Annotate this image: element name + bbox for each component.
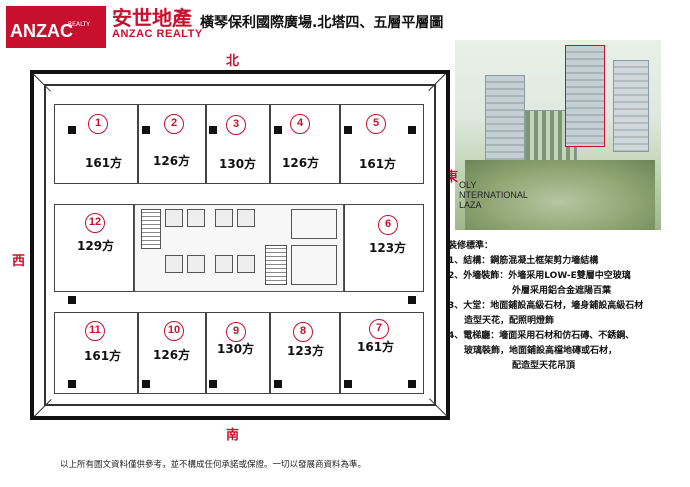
spec-line: 玻璃裝飾，地面鋪設高檔地磚或石材， [464, 346, 618, 356]
logo-anzac-text: ANZAC [10, 21, 73, 41]
tower-left-image [485, 75, 525, 167]
plaza-sign-line-3: LAZA [459, 200, 482, 210]
logo-english-name: ANZAC REALTY [112, 28, 203, 40]
elevator-shaft [187, 255, 205, 273]
north-tower-highlighted-image [565, 45, 605, 147]
unit-number-badge: 2 [164, 114, 184, 134]
unit-2[interactable]: 2 126方 [138, 104, 206, 184]
elevator-shaft [165, 255, 183, 273]
unit-number-badge: 7 [369, 319, 389, 339]
unit-area-label: 123方 [287, 344, 325, 358]
structural-column [274, 126, 282, 134]
unit-3[interactable]: 3 130方 [206, 104, 270, 184]
tower-right-image [613, 60, 649, 152]
plaza-sign-line-2: NTERNATIONAL [459, 190, 528, 200]
corner-diagonal [33, 74, 51, 92]
plaza-landscape-image [465, 160, 655, 230]
unit-area-label: 161方 [357, 340, 395, 354]
structural-column [68, 126, 76, 134]
unit-number-badge: 9 [226, 322, 246, 342]
unit-number-badge: 3 [226, 115, 246, 135]
unit-area-label: 123方 [369, 241, 407, 255]
spec-line: 造型天花，配照明燈飾 [464, 316, 555, 326]
finish-specification: 裝修標準： 1、結構：鋼筋混凝土框架剪力墻結構 2、外墻裝飾：外墻采用LOW-E… [448, 238, 688, 374]
header: ANZAC REALTY 安世地產 ANZAC REALTY 橫琴保利國際廣場.… [0, 0, 690, 52]
structural-column [274, 380, 282, 388]
elevator-shaft [187, 209, 205, 227]
plaza-sign: OLY NTERNATIONAL LAZA [459, 180, 528, 210]
unit-area-label: 161方 [359, 157, 397, 171]
corner-diagonal [428, 73, 446, 91]
page-title: 橫琴保利國際廣場.北塔四、五層平層圖 [200, 15, 444, 31]
unit-number-badge: 8 [293, 322, 313, 342]
structural-column [68, 296, 76, 304]
compass-south-label: 南 [226, 428, 240, 443]
unit-area-label: 161方 [84, 349, 122, 363]
unit-number-badge: 5 [366, 114, 386, 134]
unit-12[interactable]: 12 129方 [54, 204, 134, 292]
structural-column [408, 296, 416, 304]
elevator-shaft [165, 209, 183, 227]
structural-column [142, 126, 150, 134]
structural-column [68, 380, 76, 388]
unit-4[interactable]: 4 126方 [270, 104, 340, 184]
structural-column [344, 126, 352, 134]
unit-area-label: 129方 [77, 239, 115, 253]
unit-number-badge: 6 [378, 215, 398, 235]
service-room [291, 209, 337, 239]
structural-column [408, 126, 416, 134]
compass-west-label: 西 [12, 254, 26, 269]
unit-area-label: 126方 [282, 156, 320, 170]
spec-line: 2、外墻裝飾：外墻采用LOW-E雙層中空玻璃 [448, 271, 631, 281]
unit-5[interactable]: 5 161方 [340, 104, 424, 184]
logo-chinese-name: 安世地產 [112, 6, 192, 30]
elevator-shaft [215, 255, 233, 273]
corner-diagonal [34, 399, 52, 417]
structural-column [408, 380, 416, 388]
spec-line: 4、電梯廳：墻面采用石材和仿石磚、不銹鋼、 [448, 331, 635, 341]
logo-realty-text: REALTY [68, 21, 90, 28]
unit-6[interactable]: 6 123方 [344, 204, 424, 292]
elevator-shaft [237, 209, 255, 227]
plaza-sign-line-1: OLY [459, 180, 477, 190]
stair-core [265, 245, 287, 285]
unit-11[interactable]: 11 161方 [54, 312, 138, 394]
service-room [291, 245, 337, 285]
structural-column [209, 126, 217, 134]
elevator-shaft [237, 255, 255, 273]
plan-inner-ring [44, 84, 436, 406]
disclaimer-text: 以上所有圖文資料僅供參考，並不構成任何承諾或保證。一切以發展商資料為準。 [60, 460, 367, 470]
building-core [134, 204, 344, 292]
spec-title: 裝修標準： [448, 241, 494, 251]
spec-line: 1、結構：鋼筋混凝土框架剪力墻結構 [448, 256, 599, 266]
unit-number-badge: 4 [290, 114, 310, 134]
unit-1[interactable]: 1 161方 [54, 104, 138, 184]
unit-area-label: 130方 [217, 342, 255, 356]
structural-column [209, 380, 217, 388]
unit-number-badge: 1 [88, 114, 108, 134]
spec-line: 3、大堂：地面鋪設高級石材，墻身鋪設高級石材 [448, 301, 644, 311]
compass-north-label: 北 [226, 54, 240, 69]
structural-column [344, 380, 352, 388]
corner-diagonal [429, 398, 447, 416]
unit-area-label: 126方 [153, 348, 191, 362]
brand-logo: ANZAC REALTY [6, 6, 106, 48]
unit-area-label: 126方 [153, 154, 191, 168]
spec-line: 配造型天花吊頂 [512, 361, 576, 371]
structural-column [142, 380, 150, 388]
unit-area-label: 161方 [85, 156, 123, 170]
floor-plan: 1 161方 2 126方 3 130方 4 126方 5 161方 12 12… [30, 70, 450, 420]
unit-number-badge: 10 [164, 321, 184, 341]
elevator-shaft [215, 209, 233, 227]
spec-line: 外層采用鋁合金遮陽百葉 [512, 286, 612, 296]
building-rendering-photo: OLY NTERNATIONAL LAZA [455, 40, 661, 230]
stair-core [141, 209, 161, 249]
unit-number-badge: 11 [85, 321, 105, 341]
unit-area-label: 130方 [219, 157, 257, 171]
unit-number-badge: 12 [85, 213, 105, 233]
